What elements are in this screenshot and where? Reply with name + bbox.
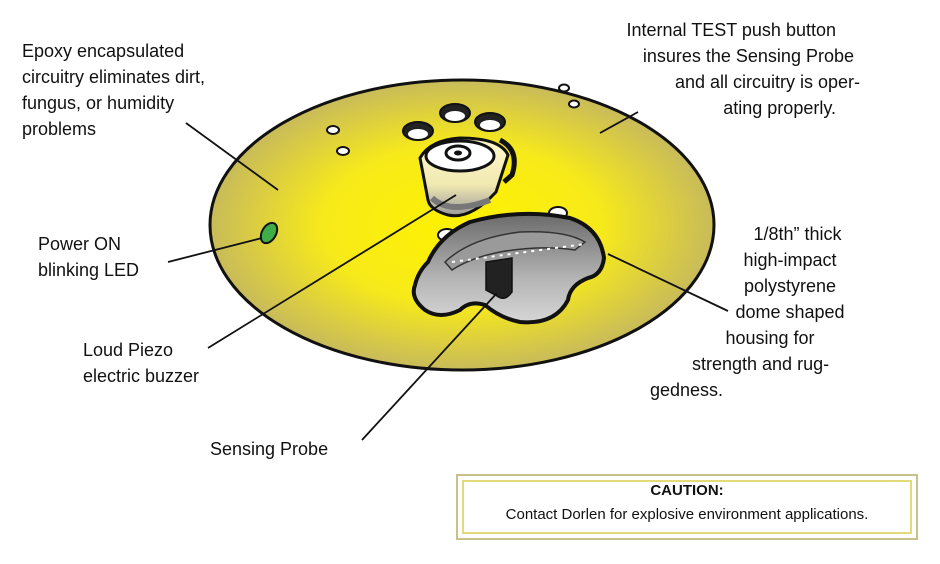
probe-cavity xyxy=(411,211,607,325)
caution-box: CAUTION: Contact Dorlen for explosive en… xyxy=(456,474,918,540)
label-power-led: Power ON blinking LED xyxy=(38,231,139,283)
label-line: Sensing Probe xyxy=(210,439,329,459)
power-led xyxy=(259,221,279,245)
label-dome-housing: 1/8th” thick high-impact polystyrene dom… xyxy=(640,221,900,403)
caution-text: Contact Dorlen for explosive environment… xyxy=(505,506,869,523)
caution-inner-border xyxy=(462,480,912,534)
label-line: Loud Piezo xyxy=(83,340,174,360)
label-line: gedness. xyxy=(650,380,724,400)
label-piezo-buzzer: Loud Piezo electric buzzer xyxy=(83,337,199,389)
label-line: ating properly. xyxy=(723,98,836,118)
piezo-buzzer xyxy=(418,136,517,218)
label-line: polystyrene xyxy=(743,276,837,296)
label-line: fungus, or humidity xyxy=(22,93,175,113)
caution-title: CAUTION: xyxy=(650,482,724,499)
label-line: blinking LED xyxy=(38,260,140,280)
label-line: high-impact xyxy=(743,250,837,270)
label-line: problems xyxy=(22,119,97,139)
label-line: circuitry eliminates dirt, xyxy=(22,67,206,87)
leader-lines xyxy=(167,111,729,441)
label-epoxy: Epoxy encapsulated circuitry eliminates … xyxy=(22,38,205,142)
label-line: strength and rug- xyxy=(692,354,830,374)
label-line: insures the Sensing Probe xyxy=(642,46,854,66)
buzzer-holes xyxy=(402,103,506,141)
label-line: 1/8th” thick xyxy=(753,224,842,244)
label-line: housing for xyxy=(725,328,815,348)
label-line: Epoxy encapsulated xyxy=(22,41,185,61)
label-line: and all circuitry is oper- xyxy=(674,72,860,92)
label-line: Internal TEST push button xyxy=(626,20,836,40)
label-line: dome shaped xyxy=(735,302,845,322)
label-sensing-probe: Sensing Probe xyxy=(210,436,328,462)
label-line: electric buzzer xyxy=(83,366,200,386)
sensing-probe-stem xyxy=(485,257,513,299)
label-line: Power ON xyxy=(38,234,122,254)
label-test-button: Internal TEST push button insures the Se… xyxy=(627,17,860,121)
